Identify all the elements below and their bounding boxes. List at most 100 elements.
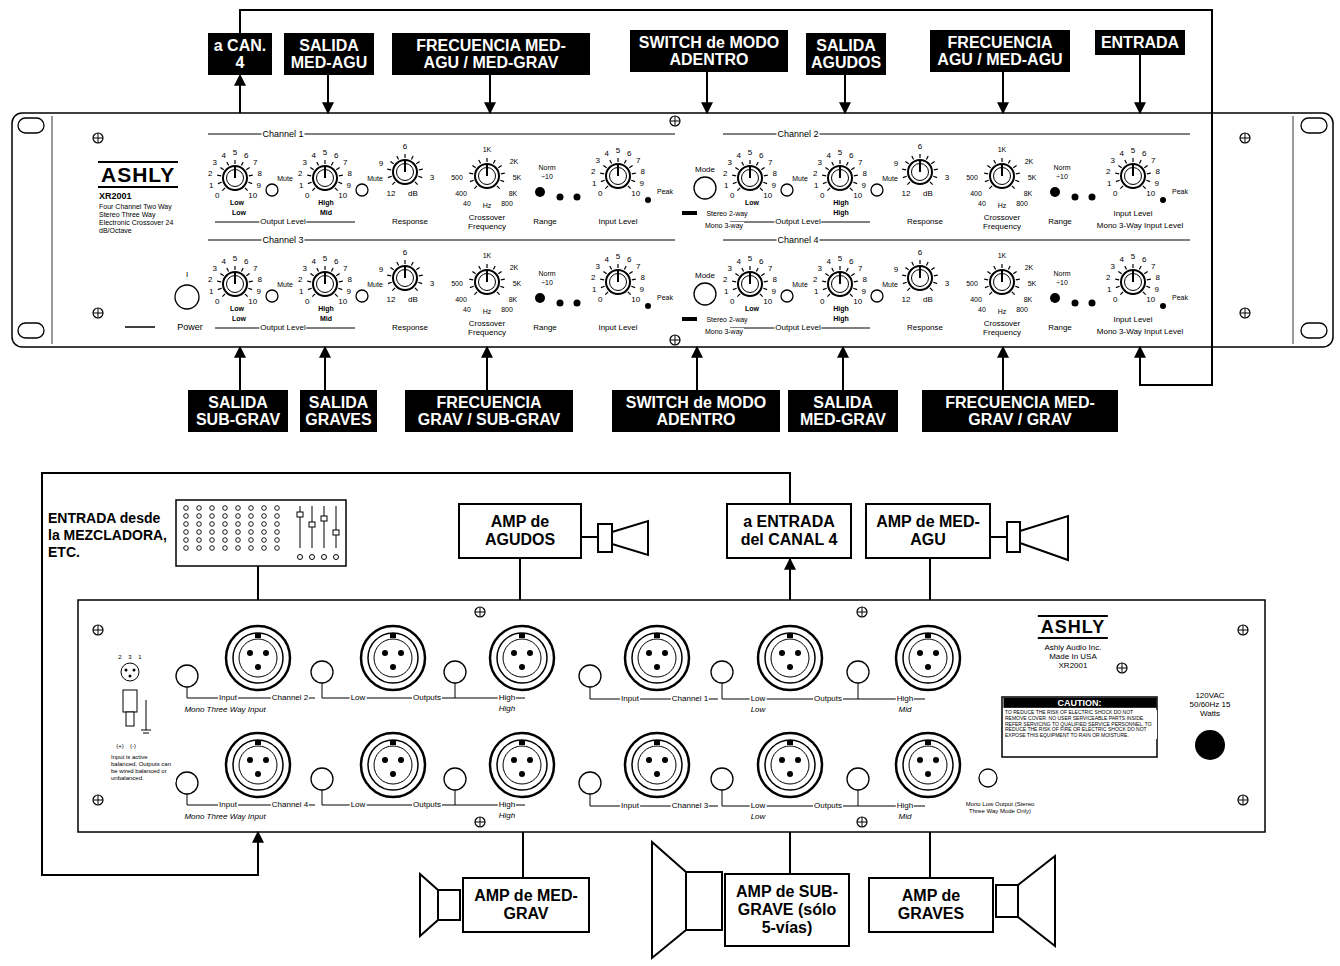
speakers bbox=[438, 890, 460, 920]
panel-label: Low bbox=[744, 199, 760, 207]
label-anchor: (+) bbox=[115, 743, 125, 750]
panel-label: 0 bbox=[597, 295, 603, 304]
panel-label: 4 bbox=[825, 151, 831, 160]
amp-box: AMP de MED-AGU bbox=[865, 503, 991, 559]
rear-panel-drawing bbox=[187, 683, 925, 806]
label-anchor: 5 bbox=[747, 148, 753, 157]
front-panel-drawing bbox=[781, 290, 793, 302]
label-anchor: 1 bbox=[813, 287, 819, 296]
speakers bbox=[1007, 522, 1020, 552]
panel-label: Output Level bbox=[259, 323, 306, 332]
label-anchor: 10 bbox=[852, 191, 863, 200]
label-anchor: 1 bbox=[208, 287, 214, 296]
label-anchor: Mid bbox=[898, 812, 913, 821]
panel-label: Norm bbox=[537, 270, 556, 278]
panel-label: 2 bbox=[117, 654, 122, 661]
label-anchor: Channel 2 bbox=[271, 693, 309, 702]
label-anchor: Peak bbox=[1171, 188, 1189, 196]
label-anchor: Mid bbox=[319, 315, 333, 323]
panel-label: 4 bbox=[735, 257, 741, 266]
panel-label: 400 bbox=[969, 190, 983, 198]
label-anchor: 3 bbox=[944, 173, 950, 182]
front-panel-drawing bbox=[732, 160, 768, 191]
label-anchor: Stereo 2-way bbox=[705, 316, 748, 324]
label-anchor: Input Level bbox=[597, 323, 638, 332]
label-anchor: Mono 3-Way Input Level bbox=[1096, 327, 1184, 336]
mixer-input: ENTRADA desde la MEZCLADORA, ETC. bbox=[176, 500, 346, 566]
panel-label: Stereo 2-way bbox=[705, 210, 748, 218]
callout-label: SALIDA GRAVES bbox=[303, 394, 374, 428]
label-anchor: High bbox=[498, 800, 516, 809]
rear-panel-drawing bbox=[226, 733, 290, 797]
label-anchor: 6 bbox=[917, 248, 923, 257]
speakers bbox=[420, 516, 1068, 958]
panel-label: 10 bbox=[852, 191, 863, 200]
panel-label: 5 bbox=[747, 254, 753, 263]
label-anchor: Peak bbox=[1171, 294, 1189, 302]
panel-label: 8 bbox=[861, 275, 867, 284]
mixer-drawing bbox=[297, 512, 303, 517]
front-panel-drawing bbox=[670, 335, 680, 345]
speakers bbox=[1020, 516, 1068, 560]
panel-label: Low bbox=[231, 315, 247, 323]
panel-label: Mono 3-Way Input Level bbox=[1096, 327, 1184, 336]
label-anchor: 4 bbox=[220, 151, 226, 160]
panel-label: 0 bbox=[819, 191, 825, 200]
label-anchor: 2 bbox=[590, 167, 596, 176]
panel-label: 5 bbox=[837, 254, 843, 263]
label-anchor: 2 bbox=[1105, 273, 1111, 282]
panel-label: Mute bbox=[276, 281, 294, 289]
label-anchor: High bbox=[317, 305, 335, 313]
label-anchor: Norm bbox=[537, 270, 556, 278]
rear-panel-drawing bbox=[475, 607, 485, 617]
panel-label: 1 bbox=[723, 287, 729, 296]
label-anchor: High bbox=[498, 704, 516, 713]
panel-label: Outputs bbox=[813, 801, 843, 810]
panel-label: Mono 3-way bbox=[704, 328, 744, 336]
panel-label: 9 bbox=[893, 159, 899, 168]
panel-label: Response bbox=[906, 217, 944, 226]
panel-label: 7 bbox=[1150, 157, 1156, 166]
panel-label: 1 bbox=[1106, 179, 1112, 188]
label-anchor: Low bbox=[750, 694, 767, 703]
rear-panel-drawing bbox=[711, 661, 733, 683]
label-anchor: 2 bbox=[722, 275, 728, 284]
rear-panel-drawing bbox=[361, 626, 425, 690]
label-anchor: 800 bbox=[1015, 200, 1029, 208]
front-panel-drawing bbox=[307, 266, 343, 297]
panel-label: 1 bbox=[298, 181, 304, 190]
label-anchor: 7 bbox=[767, 265, 773, 274]
amp-label: AMP de GRAVES bbox=[875, 887, 987, 923]
label-anchor: Mid bbox=[319, 209, 333, 217]
callout-box: ENTRADA bbox=[1095, 30, 1185, 55]
panel-label: 0 bbox=[729, 297, 735, 306]
label-anchor: 3 bbox=[127, 654, 132, 661]
label-anchor: 2K bbox=[1024, 158, 1035, 166]
panel-label: 9 bbox=[256, 287, 262, 296]
panel-label: 7 bbox=[767, 265, 773, 274]
front-panel-drawing bbox=[18, 323, 44, 338]
front-panel-drawing bbox=[175, 177, 883, 309]
signal-connector bbox=[789, 832, 791, 873]
label-anchor: Low bbox=[750, 812, 767, 821]
label-anchor: Channel 4 bbox=[271, 800, 309, 809]
panel-label: ASHLY bbox=[1038, 615, 1108, 639]
front-panel-drawing bbox=[1072, 300, 1079, 307]
panel-label: 6 bbox=[1141, 255, 1147, 264]
panel-label: 6 bbox=[917, 142, 923, 151]
label-anchor: Mute bbox=[881, 281, 899, 289]
rear-panel-drawing bbox=[1238, 625, 1248, 635]
rear-panel-drawing bbox=[896, 733, 960, 797]
panel-label: 5 bbox=[322, 148, 328, 157]
panel-label: Ashly Audio Inc. Made In USA XR2001 bbox=[1037, 643, 1109, 671]
speakers bbox=[612, 521, 648, 555]
mixer-drawing bbox=[297, 506, 339, 560]
label-anchor: Channel 4 bbox=[776, 235, 819, 245]
panel-label: Outputs bbox=[412, 693, 442, 702]
rear-panel-drawing bbox=[1238, 795, 1248, 805]
label-anchor: 8 bbox=[771, 275, 777, 284]
label-anchor: 8 bbox=[1154, 167, 1160, 176]
callout-box: SALIDA SUB-GRAV bbox=[188, 390, 288, 432]
panel-label: 2K bbox=[1024, 158, 1035, 166]
panel-label: (+) bbox=[115, 743, 125, 750]
